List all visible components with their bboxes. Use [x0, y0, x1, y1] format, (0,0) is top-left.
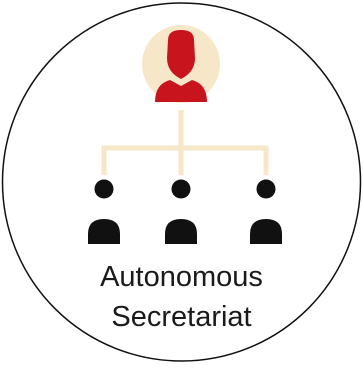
leader-node	[142, 25, 220, 103]
member-node-2	[165, 179, 197, 244]
person-icon	[250, 179, 282, 244]
member-node-1	[88, 179, 120, 244]
hierarchy-connector	[101, 110, 269, 175]
person-icon	[155, 30, 207, 102]
person-icon	[165, 179, 197, 244]
caption-line-1: Autonomous	[100, 261, 263, 293]
person-icon	[88, 179, 120, 244]
caption-line-2: Secretariat	[111, 301, 252, 333]
member-node-3	[250, 179, 282, 244]
